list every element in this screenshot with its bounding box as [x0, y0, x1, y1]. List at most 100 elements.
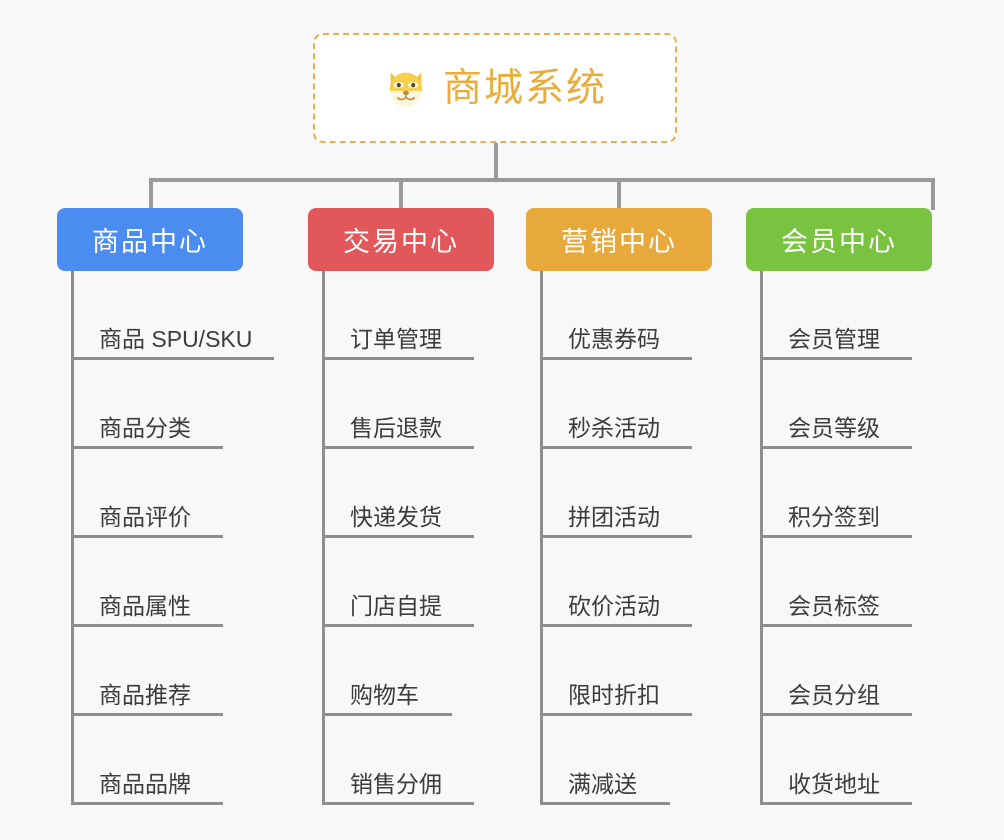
- list-item[interactable]: 销售分佣: [322, 716, 494, 805]
- category-title: 交易中心: [343, 227, 459, 257]
- leaf-label: 会员标签: [788, 593, 880, 619]
- list-item[interactable]: 门店自提: [322, 538, 494, 627]
- leaf-label: 门店自提: [350, 593, 442, 619]
- list-item[interactable]: 商品分类: [71, 360, 243, 449]
- leaf-rule: [540, 535, 692, 538]
- leaf-label: 会员管理: [788, 326, 880, 352]
- leaf-label: 会员等级: [788, 415, 880, 441]
- connector-drop-2: [399, 178, 403, 210]
- leaf-label: 商品品牌: [99, 771, 191, 797]
- root-title: 商城系统: [442, 66, 607, 110]
- category-title: 商品中心: [92, 227, 208, 257]
- leaf-rule: [71, 446, 223, 449]
- branch-member-center: 会员中心 会员管理 会员等级 积分签到 会员标签 会员分组: [746, 208, 932, 805]
- leaf-rule: [322, 624, 474, 627]
- branch-spine: [71, 271, 74, 805]
- leaf-rule: [540, 624, 692, 627]
- list-item[interactable]: 商品推荐: [71, 627, 243, 716]
- list-item[interactable]: 优惠券码: [540, 271, 712, 360]
- branch-trade-center: 交易中心 订单管理 售后退款 快递发货 门店自提 购物车: [308, 208, 494, 805]
- list-item[interactable]: 拼团活动: [540, 449, 712, 538]
- leaf-list: 优惠券码 秒杀活动 拼团活动 砍价活动 限时折扣 满减送: [526, 271, 712, 805]
- list-item[interactable]: 商品品牌: [71, 716, 243, 805]
- category-header-trade-center[interactable]: 交易中心: [308, 208, 494, 271]
- leaf-rule: [71, 535, 223, 538]
- leaf-label: 商品属性: [99, 593, 191, 619]
- root-node[interactable]: 商城系统: [313, 33, 677, 143]
- list-item[interactable]: 限时折扣: [540, 627, 712, 716]
- list-item[interactable]: 秒杀活动: [540, 360, 712, 449]
- list-item[interactable]: 收货地址: [760, 716, 932, 805]
- leaf-label: 快递发货: [350, 504, 442, 530]
- leaf-rule: [71, 713, 223, 716]
- list-item[interactable]: 会员管理: [760, 271, 932, 360]
- list-item[interactable]: 订单管理: [322, 271, 494, 360]
- branch-spine: [540, 271, 543, 805]
- leaf-rule: [540, 713, 692, 716]
- leaf-list: 订单管理 售后退款 快递发货 门店自提 购物车 销售分佣: [308, 271, 494, 805]
- connector-drop-4: [931, 178, 935, 210]
- leaf-rule: [760, 713, 912, 716]
- leaf-label: 优惠券码: [568, 326, 660, 352]
- leaf-rule: [322, 802, 474, 805]
- leaf-label: 销售分佣: [350, 771, 442, 797]
- branch-spine: [322, 271, 325, 805]
- leaf-rule: [760, 802, 912, 805]
- leaf-label: 购物车: [350, 682, 419, 708]
- leaf-label: 积分签到: [788, 504, 880, 530]
- leaf-list: 商品 SPU/SKU 商品分类 商品评价 商品属性 商品推荐 商品品牌: [57, 271, 274, 805]
- leaf-label: 拼团活动: [568, 504, 660, 530]
- list-item[interactable]: 满减送: [540, 716, 712, 805]
- leaf-label: 会员分组: [788, 682, 880, 708]
- leaf-rule: [760, 535, 912, 538]
- connector-bus: [149, 178, 935, 182]
- branch-product-center: 商品中心 商品 SPU/SKU 商品分类 商品评价 商品属性 商品推荐: [57, 208, 274, 805]
- leaf-label: 限时折扣: [568, 682, 660, 708]
- leaf-rule: [322, 713, 452, 716]
- leaf-label: 订单管理: [350, 326, 442, 352]
- leaf-rule: [540, 357, 692, 360]
- leaf-rule: [322, 357, 474, 360]
- leaf-label: 满减送: [568, 771, 637, 797]
- leaf-label: 商品评价: [99, 504, 191, 530]
- leaf-rule: [71, 802, 223, 805]
- leaf-rule: [71, 357, 274, 360]
- leaf-label: 秒杀活动: [568, 415, 660, 441]
- leaf-label: 商品 SPU/SKU: [99, 326, 253, 352]
- list-item[interactable]: 商品属性: [71, 538, 243, 627]
- category-title: 会员中心: [781, 227, 897, 257]
- leaf-rule: [760, 624, 912, 627]
- branch-spine: [760, 271, 763, 805]
- leaf-label: 售后退款: [350, 415, 442, 441]
- leaf-list: 会员管理 会员等级 积分签到 会员标签 会员分组 收货地址: [746, 271, 932, 805]
- list-item[interactable]: 商品 SPU/SKU: [71, 271, 274, 360]
- leaf-rule: [760, 357, 912, 360]
- category-header-product-center[interactable]: 商品中心: [57, 208, 243, 271]
- list-item[interactable]: 会员分组: [760, 627, 932, 716]
- list-item[interactable]: 快递发货: [322, 449, 494, 538]
- category-header-marketing-center[interactable]: 营销中心: [526, 208, 712, 271]
- list-item[interactable]: 会员等级: [760, 360, 932, 449]
- leaf-label: 商品推荐: [99, 682, 191, 708]
- leaf-label: 收货地址: [788, 771, 880, 797]
- leaf-rule: [322, 535, 474, 538]
- list-item[interactable]: 积分签到: [760, 449, 932, 538]
- list-item[interactable]: 砍价活动: [540, 538, 712, 627]
- connector-drop-3: [617, 178, 621, 210]
- dog-face-icon: [383, 65, 429, 111]
- leaf-label: 商品分类: [99, 415, 191, 441]
- list-item[interactable]: 商品评价: [71, 449, 243, 538]
- category-title: 营销中心: [561, 227, 677, 257]
- connector-drop-1: [149, 178, 153, 210]
- leaf-rule: [540, 802, 670, 805]
- category-header-member-center[interactable]: 会员中心: [746, 208, 932, 271]
- list-item[interactable]: 购物车: [322, 627, 494, 716]
- list-item[interactable]: 会员标签: [760, 538, 932, 627]
- leaf-rule: [760, 446, 912, 449]
- leaf-label: 砍价活动: [568, 593, 660, 619]
- leaf-rule: [71, 624, 223, 627]
- list-item[interactable]: 售后退款: [322, 360, 494, 449]
- leaf-rule: [540, 446, 692, 449]
- leaf-rule: [322, 446, 474, 449]
